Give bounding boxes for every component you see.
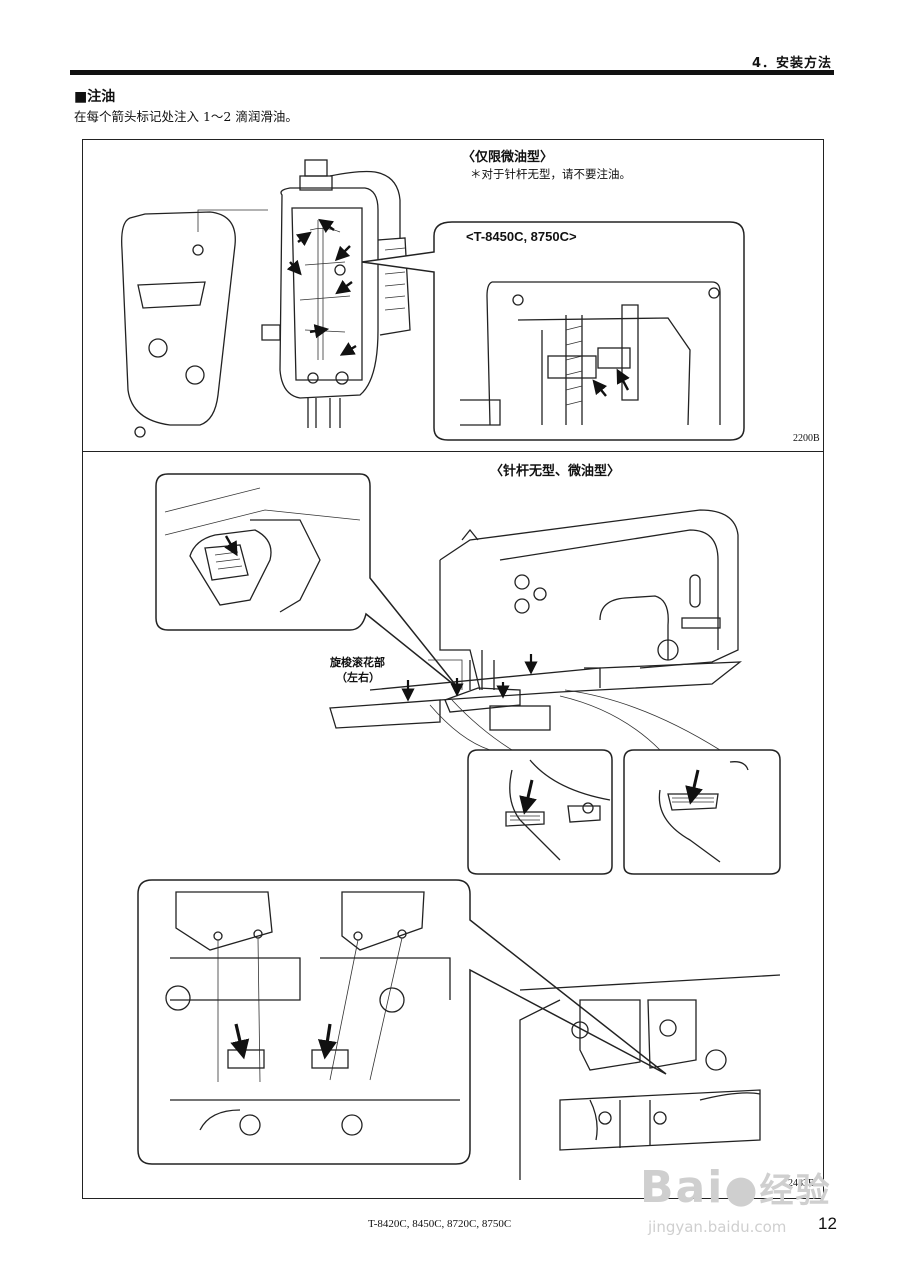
page-number: 12 xyxy=(818,1214,837,1233)
inset-model-caption: <T-8450C, 8750C> xyxy=(466,229,577,244)
footer-models: T-8420C, 8450C, 8720C, 8750C xyxy=(368,1218,512,1230)
watermark-logo-text: Bai xyxy=(640,1162,725,1213)
watermark-url: jingyan.baidu.com xyxy=(648,1218,787,1236)
callout-hook-knurl: 旋梭滚花部 xyxy=(330,656,385,669)
figure-frame xyxy=(82,139,824,1199)
callout-left-right: （左右） xyxy=(336,671,380,684)
paw-icon: ● xyxy=(724,1167,760,1211)
bottom-figure-code: 2483B xyxy=(788,1178,815,1189)
machine-head-drawing xyxy=(261,159,411,428)
figure-divider xyxy=(82,451,824,452)
hook-right-balloon xyxy=(559,689,781,875)
bottom-panel-caption: 〈针杆无型、微油型〉 xyxy=(490,464,621,479)
header-rule xyxy=(70,70,834,75)
header-section-title: 4．安装方法 xyxy=(751,56,832,71)
top-panel-note: ＊对于针杆无型，请不要注油。 xyxy=(470,167,631,181)
hook-left-balloon xyxy=(429,699,613,875)
baidu-watermark-logo: Bai●经验 xyxy=(640,1162,831,1213)
face-plate-cover-drawing xyxy=(121,209,268,438)
top-panel-caption: 〈仅限微油型〉 xyxy=(462,150,554,165)
inset-balloon xyxy=(361,221,745,441)
bobbin-case-balloon xyxy=(155,473,459,689)
watermark-logo-cn: 经验 xyxy=(759,1171,832,1211)
thread-take-up-balloon xyxy=(137,879,667,1165)
section-title: ■注油 xyxy=(74,89,116,105)
sewing-machine-drawing xyxy=(329,509,742,731)
top-figure-code: 2200B xyxy=(793,433,820,444)
section-intro: 在每个箭头标记处注入 1～2 滴润滑油。 xyxy=(74,109,298,124)
needle-bar-mechanism-drawing xyxy=(519,974,781,1180)
